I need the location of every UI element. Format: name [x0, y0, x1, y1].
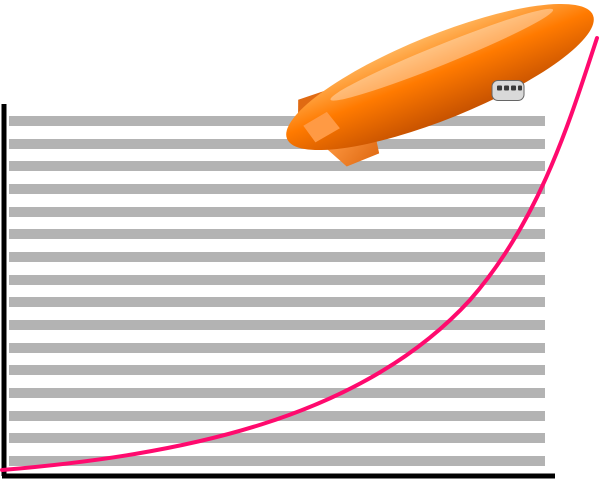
- blimp-icon: [286, 3, 594, 167]
- background-stripe: [9, 207, 545, 217]
- background-stripe: [9, 320, 545, 330]
- background-stripe: [9, 433, 545, 443]
- background-stripe: [9, 456, 545, 466]
- background-stripe: [9, 275, 545, 285]
- background-stripe: [9, 343, 545, 353]
- blimp-side-fin: [303, 111, 340, 143]
- background-stripe: [9, 297, 545, 307]
- background-stripes: [9, 116, 545, 466]
- background-stripe: [9, 365, 545, 375]
- background-stripe: [9, 139, 545, 149]
- growth-curve: [0, 36, 599, 472]
- blimp-envelope: [286, 3, 594, 151]
- background-stripe: [9, 388, 545, 398]
- background-stripe: [9, 184, 545, 194]
- background-stripe: [9, 252, 545, 262]
- blimp-highlight: [330, 8, 554, 101]
- background-stripe: [9, 116, 545, 126]
- chart-axes: [1, 104, 555, 479]
- background-stripe: [9, 229, 545, 239]
- background-stripe: [9, 411, 545, 421]
- background-stripe: [9, 161, 545, 171]
- blimp-gondola: [491, 80, 525, 102]
